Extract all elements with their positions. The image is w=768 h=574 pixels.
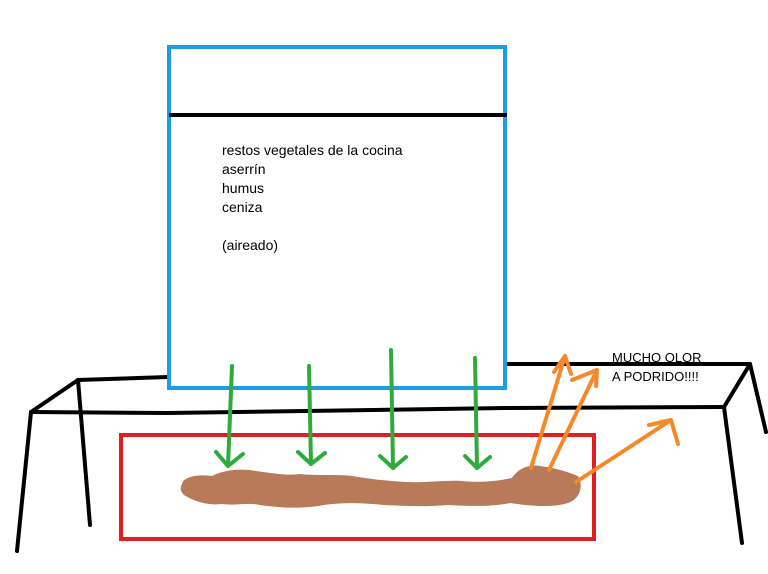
table-leg-back-right: [748, 362, 768, 434]
table-left-side: [29, 378, 80, 414]
drip-arrow-2: [296, 364, 327, 466]
table-leg-front-right: [722, 405, 744, 545]
table-leg-back-left: [76, 378, 92, 527]
odor-arrows: [529, 354, 680, 484]
content-item-ash: ceniza: [222, 199, 263, 215]
content-item-sawdust: aserrín: [222, 161, 266, 177]
odor-note: MUCHO OLOR A PODRIDO!!!!: [612, 348, 702, 386]
content-item-humus: humus: [222, 180, 265, 196]
table-leg-front-left: [15, 410, 33, 553]
odor-note-line-2: A PODRIDO!!!!: [612, 369, 699, 384]
content-spacer: [222, 217, 403, 236]
table-back-edge-left: [76, 375, 170, 382]
compost-container: [167, 45, 507, 390]
drip-arrow-4: [463, 356, 492, 470]
drip-arrow-1: [214, 364, 245, 468]
collection-tray: [119, 433, 596, 541]
drip-arrows: [214, 348, 492, 470]
drip-arrow-3: [378, 348, 408, 470]
odor-arrow-3: [574, 418, 680, 484]
container-contents-list: restos vegetales de la cocina aserrín hu…: [222, 141, 403, 255]
odor-arrow-1: [529, 354, 573, 470]
content-item-aerated: (aireado): [222, 237, 279, 253]
table: [15, 362, 768, 553]
table-right-side: [722, 362, 752, 409]
odor-note-line-1: MUCHO OLOR: [612, 350, 702, 365]
odor-arrow-2: [547, 368, 599, 472]
content-item-kitchen-scraps: restos vegetales de la cocina: [222, 142, 403, 158]
table-front-edge: [29, 405, 726, 415]
sludge-puddle: [180, 465, 581, 508]
